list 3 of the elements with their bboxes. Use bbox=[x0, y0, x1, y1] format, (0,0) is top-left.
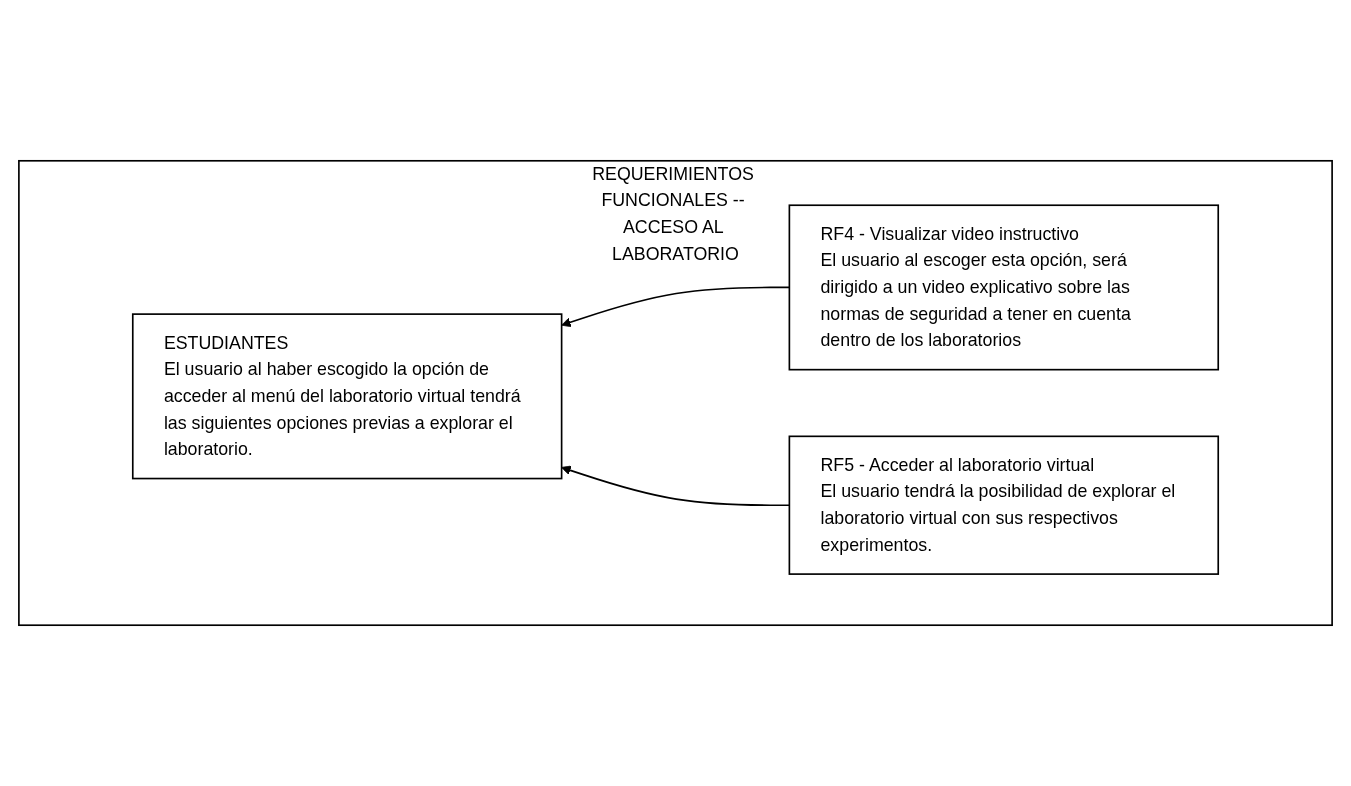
node-box: RF4 - Visualizar video instructivo El usuario al escoger esta opción, será dirigido a un video explicativo sobre las normas de seguridad a tener en cuenta dentro de los laboratorios bbox=[788, 204, 1220, 371]
node-box: RF5 - Acceder al laboratorio virtual El usuario tendrá la posibilidad de explorar el laboratorio virtual con sus respectivos experimentos. bbox=[788, 435, 1220, 575]
node-box: ESTUDIANTES El usuario al haber escogido la opción de acceder al menú del laboratorio virtual tendrá las siguientes opciones previas a explorar el laboratorio. bbox=[131, 313, 563, 480]
